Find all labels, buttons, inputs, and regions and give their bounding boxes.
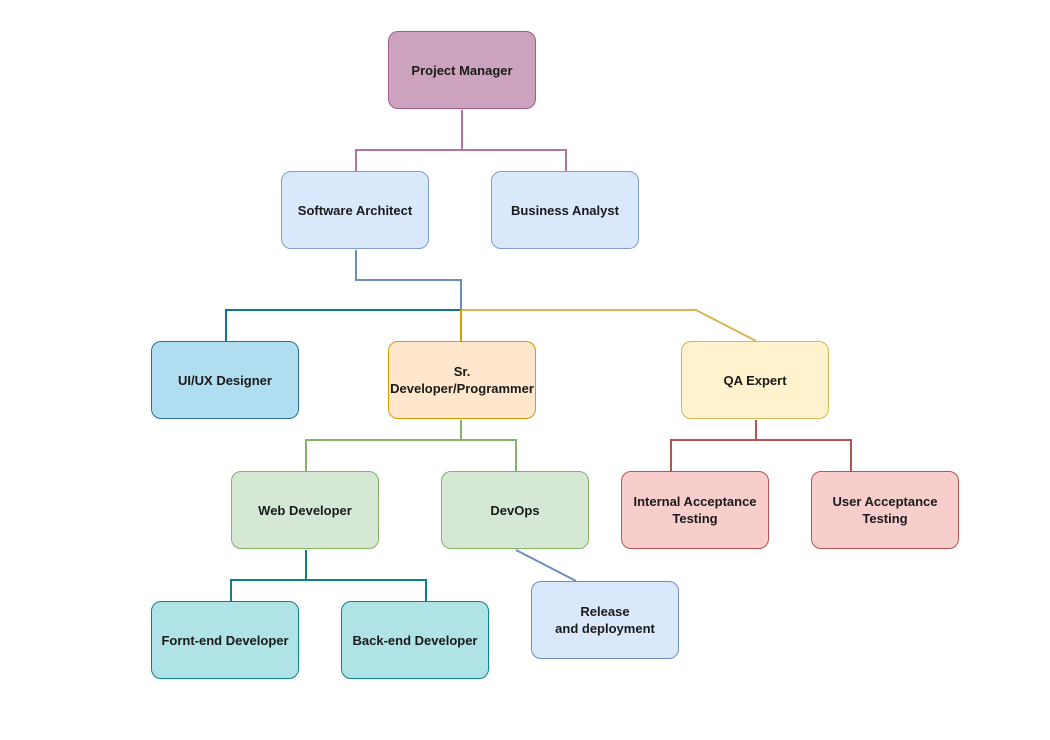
edge-architect-to-uiux [225,250,462,341]
node-backend-developer[interactable]: Back-end Developer [341,601,489,679]
node-qa-expert[interactable]: QA Expert [681,341,829,419]
edge-srdev-to-web [305,420,462,471]
node-sr-developer[interactable]: Sr. Developer/Programmer [388,341,536,419]
node-project-manager[interactable]: Project Manager [388,31,536,109]
edge-architect-to-qa [461,309,757,342]
edge-qa-to-user [756,439,852,471]
node-ui-ux-designer[interactable]: UI/UX Designer [151,341,299,419]
edge-pm-to-analyst [462,149,567,171]
edge-web-to-frontend [230,550,307,601]
node-software-architect[interactable]: Software Architect [281,171,429,249]
edge-web-to-backend [306,579,427,601]
edge-srdev-to-devops [461,439,517,471]
node-business-analyst[interactable]: Business Analyst [491,171,639,249]
edge-qa-to-internal [670,420,757,471]
node-release-deployment[interactable]: Release and deployment [531,581,679,659]
node-internal-acceptance-testing[interactable]: Internal Acceptance Testing [621,471,769,549]
node-web-developer[interactable]: Web Developer [231,471,379,549]
node-frontend-developer[interactable]: Fornt-end Developer [151,601,299,679]
node-devops[interactable]: DevOps [441,471,589,549]
edge-devops-to-release [515,549,577,582]
edge-architect-stem [355,250,462,310]
node-user-acceptance-testing[interactable]: User Acceptance Testing [811,471,959,549]
edge-pm-to-architect [355,110,463,171]
